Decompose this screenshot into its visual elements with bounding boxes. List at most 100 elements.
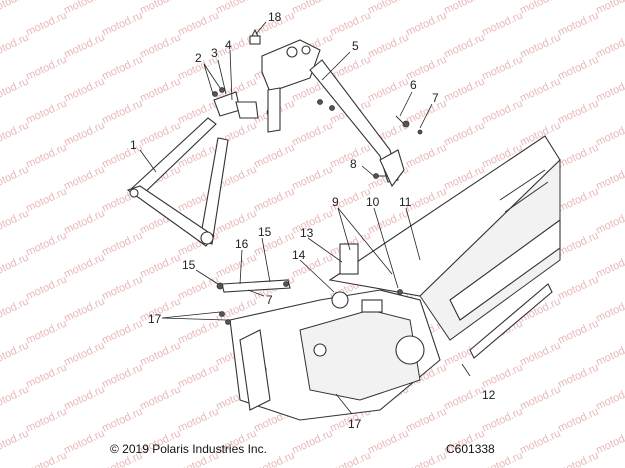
callout-15-upper: 15 [258, 225, 272, 239]
watermark-text: motod.ru [518, 339, 562, 368]
watermark-text: motod.ru [290, 427, 334, 456]
watermark-text: motod.ru [442, 75, 486, 104]
watermark-text: motod.ru [518, 383, 562, 412]
callout-8: 8 [350, 157, 357, 171]
watermark-text: motod.ru [442, 31, 486, 60]
watermark-text: motod.ru [556, 229, 600, 258]
watermark-text: motod.ru [214, 0, 258, 17]
watermark-text: motod.ru [138, 31, 182, 60]
watermark-text: motod.ru [252, 141, 296, 170]
watermark-text: motod.ru [100, 405, 144, 434]
watermark-text: motod.ru [442, 383, 486, 412]
watermark-text: motod.ru [366, 75, 410, 104]
watermark-text: motod.ru [404, 141, 448, 170]
chassis-drawing [126, 28, 561, 421]
watermark-text: motod.ru [176, 405, 220, 434]
watermark-text: motod.ru [138, 339, 182, 368]
watermark-text: motod.ru [594, 207, 625, 236]
watermark-text: motod.ru [518, 75, 562, 104]
watermark-text: motod.ru [62, 0, 106, 17]
callout-18: 18 [268, 10, 282, 24]
watermark-text: motod.ru [252, 185, 296, 214]
watermark-text: motod.ru [100, 97, 144, 126]
cross-bar [216, 279, 291, 293]
watermark-text: motod.ru [518, 427, 562, 456]
watermark-text: motod.ru [366, 0, 410, 17]
callout-9: 9 [332, 195, 339, 209]
watermark-text: motod.ru [556, 185, 600, 214]
watermark-text: motod.ru [556, 53, 600, 82]
watermark-text: motod.ru [176, 273, 220, 302]
bolts-right [373, 115, 423, 179]
watermark-text: motod.ru [62, 427, 106, 456]
watermark-text: motod.ru [404, 405, 448, 434]
watermark-text: motod.ru [0, 295, 31, 324]
callout-10: 10 [366, 195, 380, 209]
callout-7-lower: 7 [266, 293, 273, 307]
watermark-text: motod.ru [214, 251, 258, 280]
watermark-text: motod.ru [290, 163, 334, 192]
watermark-text: motod.ru [366, 427, 410, 456]
callout-15-lower: 15 [182, 258, 196, 272]
watermark-text: motod.ru [24, 273, 68, 302]
watermark-text: motod.ru [518, 0, 562, 17]
watermark-text: motod.ru [442, 0, 486, 17]
watermark-text: motod.ru [594, 251, 625, 280]
callout-17-lower: 17 [348, 417, 362, 431]
watermark-text: motod.ru [62, 163, 106, 192]
watermark-text: motod.ru [0, 383, 31, 412]
watermark-text: motod.ru [100, 273, 144, 302]
watermark-text: motod.ru [100, 317, 144, 346]
callout-7-upper: 7 [432, 91, 439, 105]
leader-lines [139, 21, 471, 415]
watermark-text: motod.ru [0, 251, 31, 280]
callout-11: 11 [399, 195, 412, 209]
watermark-text: motod.ru [556, 317, 600, 346]
tunnel [328, 135, 561, 359]
watermark-text: motod.ru [0, 339, 31, 368]
watermark-text: motod.ru [138, 119, 182, 148]
watermark-text: motod.ru [404, 97, 448, 126]
watermark-text: motod.ru [366, 31, 410, 60]
watermark-text: motod.ru [290, 119, 334, 148]
figure-id: C601338 [446, 442, 495, 456]
watermark-text: motod.ru [0, 427, 31, 456]
watermark-text: motod.ru [0, 119, 31, 148]
callout-16: 16 [235, 237, 249, 251]
watermark-text: motod.ru [62, 75, 106, 104]
watermark-text: motod.ru [594, 75, 625, 104]
watermark-text: motod.ru [594, 163, 625, 192]
watermark-text: motod.ru [0, 31, 31, 60]
watermark-text: motod.ru [290, 0, 334, 17]
watermark-text: motod.ru [62, 251, 106, 280]
callout-13: 13 [300, 226, 314, 240]
watermark-text: motod.ru [176, 9, 220, 38]
watermark-text: motod.ru [556, 9, 600, 38]
watermark-text: motod.ru [24, 317, 68, 346]
upper-bracket [212, 87, 274, 119]
watermark-text: motod.ru [594, 383, 625, 412]
callout-6: 6 [410, 78, 417, 92]
watermark-text: motod.ru [556, 449, 600, 468]
watermark-text: motod.ru [442, 119, 486, 148]
callout-4: 4 [225, 38, 232, 52]
callout-14: 14 [292, 248, 306, 262]
watermark-text: motod.ru [556, 141, 600, 170]
watermark-text: motod.ru [404, 9, 448, 38]
watermark-text: motod.ru [328, 9, 372, 38]
watermark-text: motod.ru [24, 9, 68, 38]
watermark-text: motod.ru [100, 141, 144, 170]
watermark-text: motod.ru [138, 251, 182, 280]
callout-12: 12 [482, 388, 496, 402]
watermark-text: motod.ru [214, 207, 258, 236]
watermark-text: motod.ru [24, 97, 68, 126]
watermark-text: motod.ru [138, 383, 182, 412]
watermark-text: motod.ru [100, 9, 144, 38]
watermark-text: motod.ru [62, 295, 106, 324]
watermark-text: motod.ru [100, 229, 144, 258]
watermark-text: motod.ru [24, 405, 68, 434]
callout-labels: 1 2 3 4 5 6 7 7 8 9 10 11 12 13 14 15 15… [130, 10, 496, 431]
watermark-text: motod.ru [594, 0, 625, 17]
watermark-text: motod.ru [594, 31, 625, 60]
